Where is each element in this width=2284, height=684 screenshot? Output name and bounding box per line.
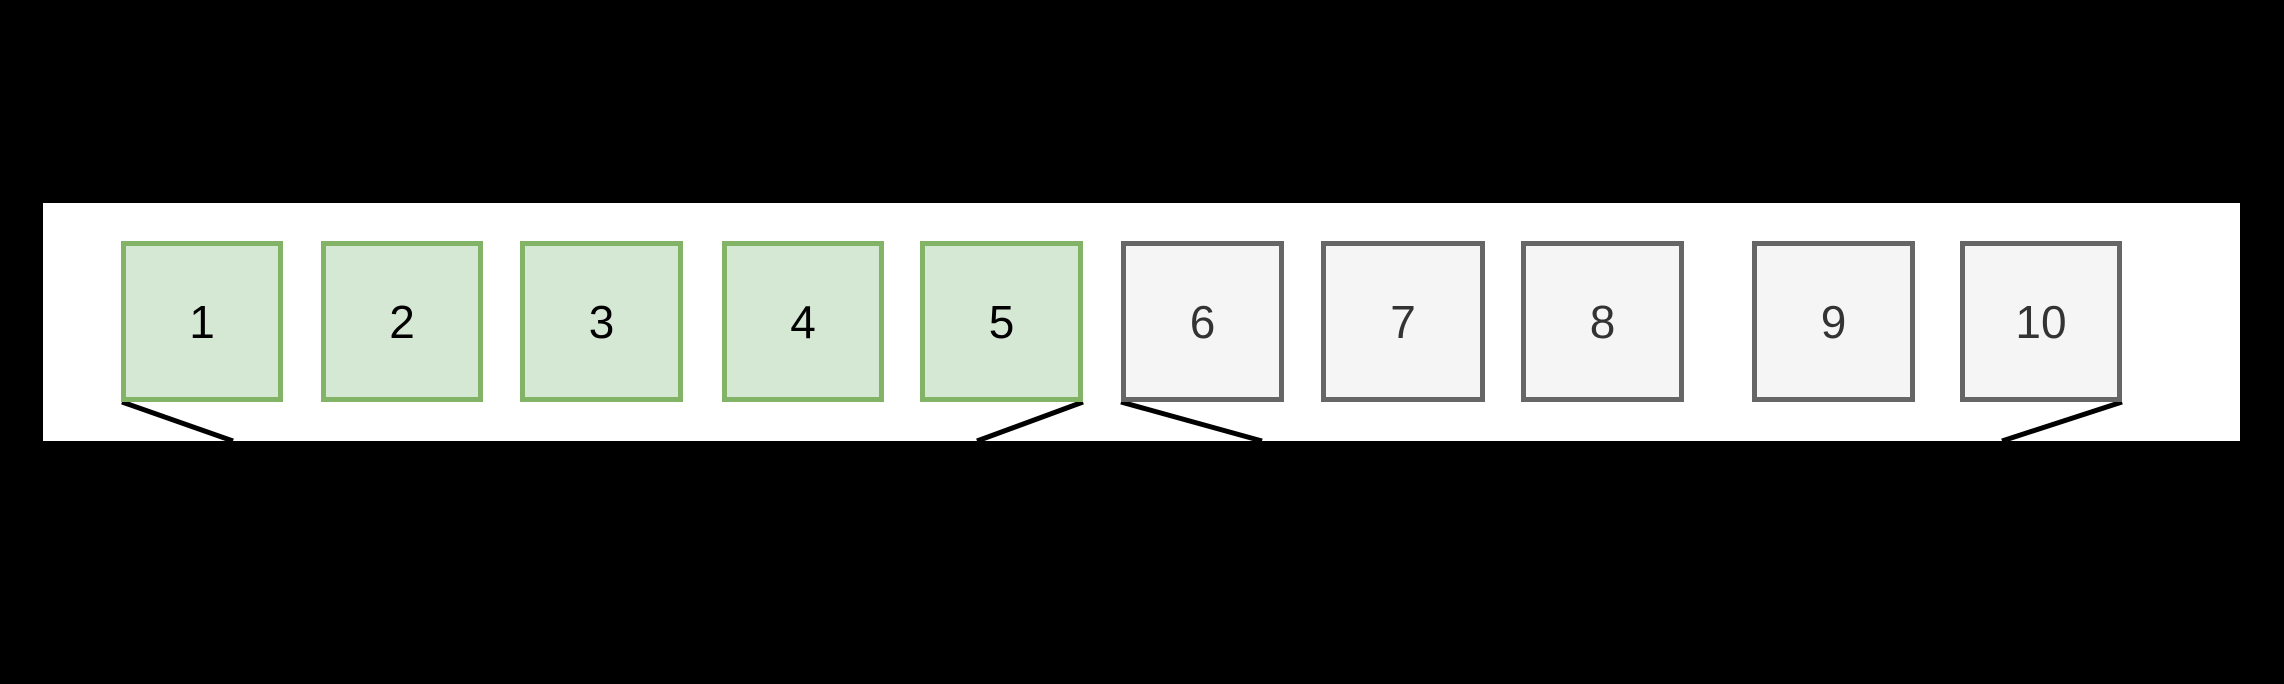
array-cell: 4 [722, 241, 884, 402]
cell-label: 10 [2015, 295, 2067, 348]
array-cell: 10 [1960, 241, 2122, 402]
cell-label: 9 [1820, 295, 1847, 348]
array-cell: 3 [520, 241, 683, 402]
array-cell: 9 [1752, 241, 1915, 402]
array-cell: 2 [321, 241, 483, 402]
cell-label: 4 [790, 295, 816, 348]
cell-label: 6 [1189, 295, 1216, 348]
array-cell: 1 [121, 241, 283, 402]
cell-label: 1 [189, 295, 215, 348]
cell-label: 3 [588, 295, 615, 348]
array-cell: 7 [1321, 241, 1485, 402]
cell-label: 2 [389, 295, 415, 348]
cell-label: 8 [1589, 295, 1616, 348]
cell-label: 7 [1390, 295, 1416, 348]
array-cell: 8 [1521, 241, 1684, 402]
cell-label: 5 [988, 295, 1015, 348]
array-cell: 5 [920, 241, 1083, 402]
array-cell: 6 [1121, 241, 1284, 402]
